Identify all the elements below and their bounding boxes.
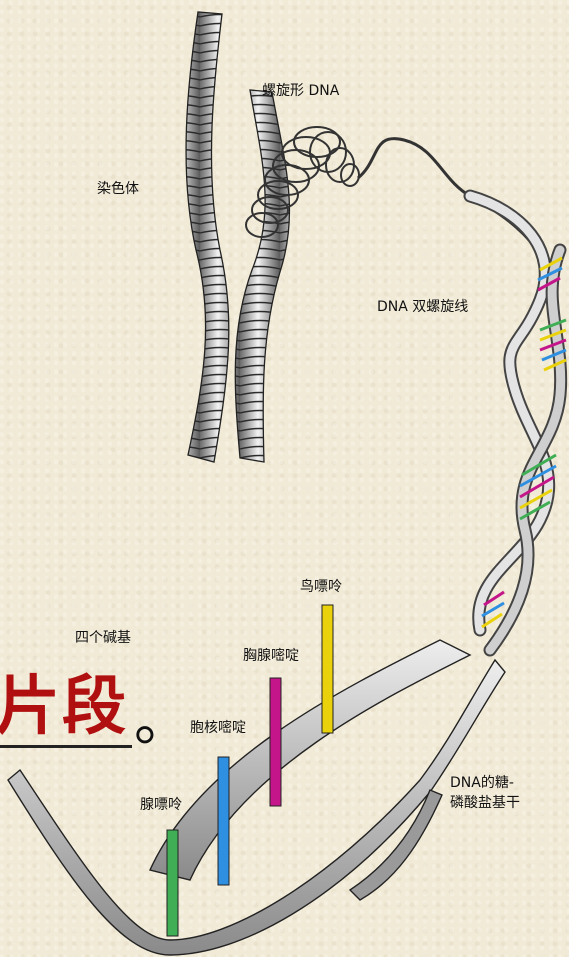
thymine-bar [270,678,281,806]
guanine-label: 鸟嘌呤 [300,576,342,596]
four-bases-label: 四个碱基 [75,627,131,647]
guanine-bar [322,605,333,733]
supercoiled-dna-label: 螺旋形 DNA [262,80,339,100]
cytosine-label: 胞核嘧啶 [190,717,246,737]
double-helix-shape [470,196,566,650]
chromosome-label: 染色体 [97,178,139,198]
backbone-label-line1: DNA的糖- [450,772,514,792]
backbone-label-line2: 磷酸盐基干 [450,792,520,812]
thymine-label: 胸腺嘧啶 [243,645,299,665]
cytosine-bar [218,757,229,885]
double-helix-label: DNA 双螺旋线 [377,296,468,316]
adenine-label: 腺嘌呤 [140,794,182,814]
overlay-period: 。 [134,676,190,757]
adenine-bar [167,830,178,936]
overlay-underline [0,745,132,748]
dna-thread [358,139,548,268]
overlay-fragment-text: 片段 [0,655,128,747]
